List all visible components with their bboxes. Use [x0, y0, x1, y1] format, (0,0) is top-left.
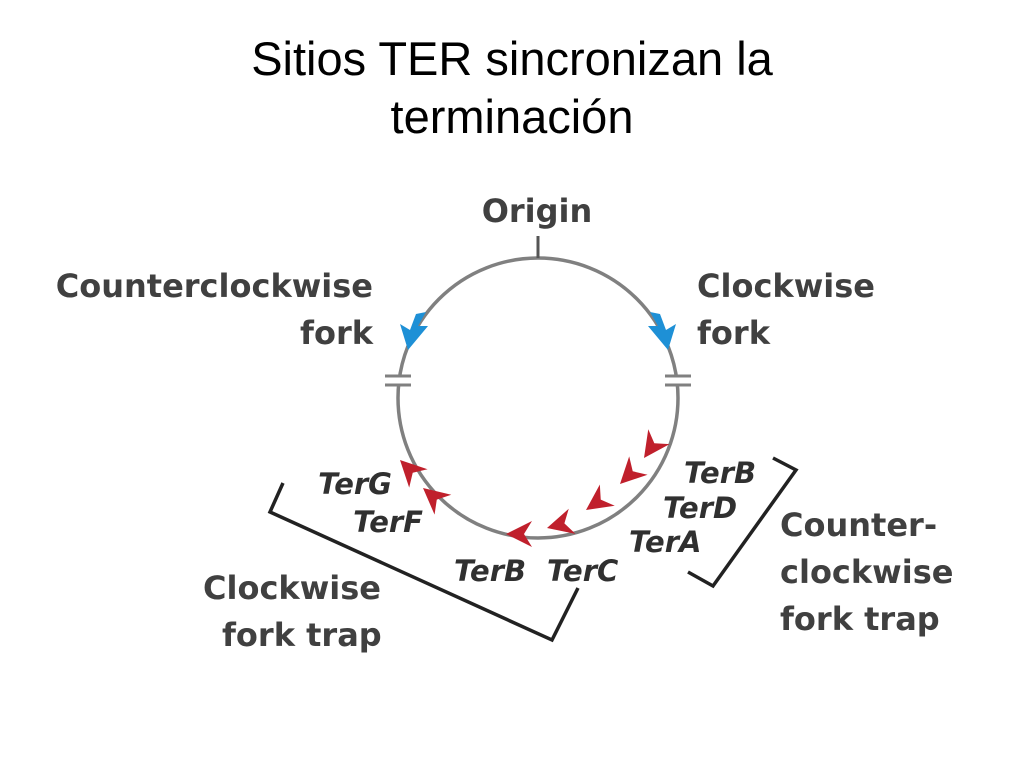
- ter-site-arrow-icon: [506, 521, 532, 547]
- title-line-2: terminación: [390, 90, 634, 143]
- cw-trap-label-line-2: fork trap: [222, 616, 382, 654]
- ter-label-terD: TerD: [663, 491, 737, 525]
- ccw-fork-label-line-2: fork: [300, 314, 374, 352]
- ter-label-terB-bottom: TerB: [454, 554, 526, 588]
- ccw-trap-label-line-2: clockwise: [780, 553, 953, 591]
- ter-label-terF: TerF: [353, 505, 423, 539]
- ter-site-arrow-icon: [610, 456, 648, 494]
- ter-label-terG: TerG: [318, 467, 392, 501]
- ccw-fork-label-line-1: Counterclockwise: [56, 267, 373, 305]
- ter-label-terB-right: TerB: [684, 456, 756, 490]
- page-title: Sitios TER sincronizan la terminación: [0, 30, 1024, 146]
- cw-fork-arrow-icon: [648, 312, 676, 350]
- counterclockwise-trap-bracket: [687, 456, 799, 589]
- left-break-mark: [385, 374, 411, 387]
- cw-trap-label-line-1: Clockwise: [203, 569, 381, 607]
- ter-label-terA: TerA: [629, 525, 701, 559]
- ccw-trap-label-line-3: fork trap: [780, 600, 940, 638]
- clockwise-trap-bracket: [267, 482, 580, 643]
- cw-fork-label-line-1: Clockwise: [697, 267, 875, 305]
- title-line-1: Sitios TER sincronizan la: [251, 32, 773, 85]
- cw-fork-label-line-2: fork: [697, 314, 771, 352]
- ccw-trap-label-line-1: Counter-: [780, 506, 937, 544]
- origin-label: Origin: [482, 192, 593, 230]
- ter-site-arrow-icon: [578, 484, 615, 521]
- ter-label-terC: TerC: [547, 554, 618, 588]
- right-break-mark: [665, 374, 691, 387]
- ccw-fork-arrow-icon: [400, 312, 428, 350]
